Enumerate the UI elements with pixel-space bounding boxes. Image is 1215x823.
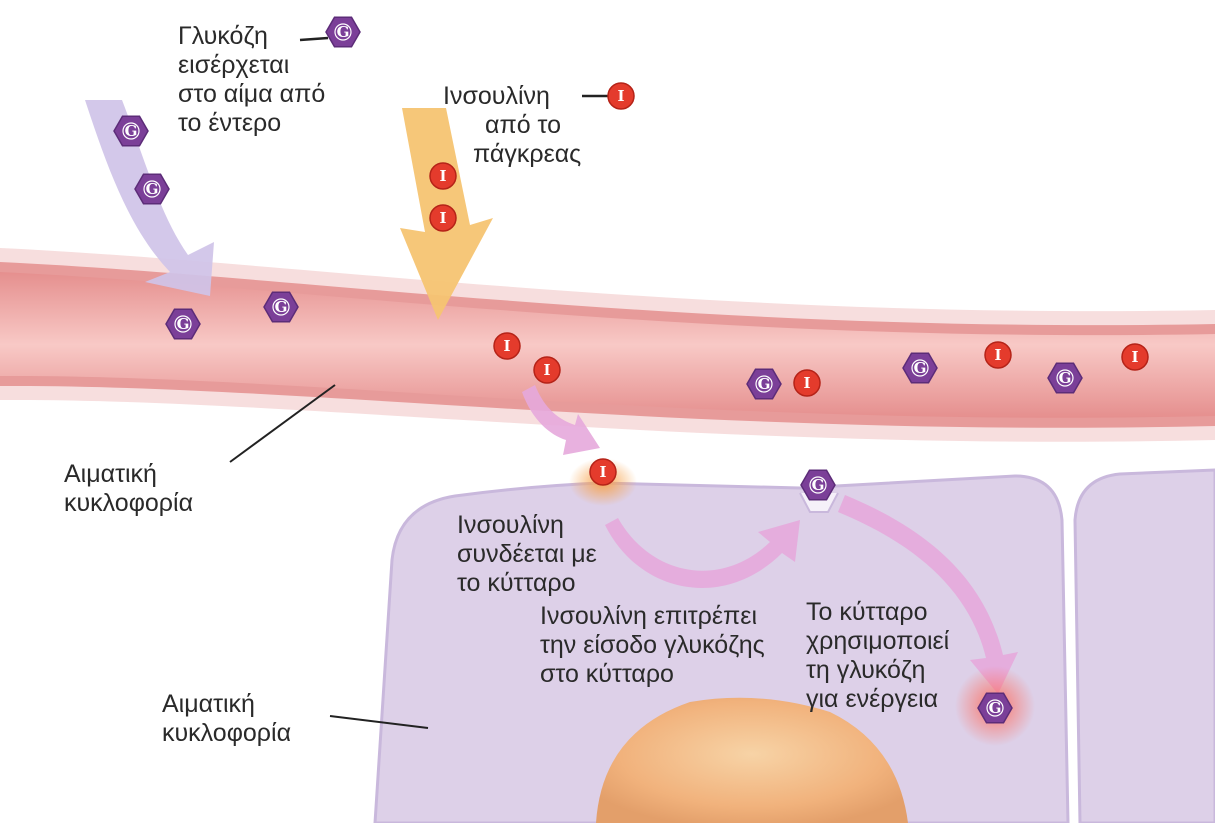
label-line: Ινσουλίνη — [457, 511, 597, 540]
glucose-molecule: G — [166, 309, 200, 338]
glucose-molecule: G — [978, 693, 1012, 722]
label-blood-circulation-vessel: Αιματική κυκλοφορία — [64, 460, 193, 518]
label-line: Αιματική — [162, 690, 291, 719]
label-line: Γλυκόζη — [178, 22, 325, 51]
glucose-molecule: G — [903, 353, 937, 382]
glucose-molecule: G — [326, 17, 360, 46]
insulin-molecule: I — [590, 459, 616, 485]
label-cell-uses-glucose: Το κύτταρο χρησιμοποιεί τη γλυκόζη για ε… — [806, 598, 949, 714]
molecule-symbol: G — [177, 315, 190, 333]
label-blood-circulation-cell: Αιματική κυκλοφορία — [162, 690, 291, 748]
label-glucose-enters: Γλυκόζη εισέρχεται στο αίμα από το έντερ… — [178, 22, 325, 138]
insulin-molecule: I — [608, 83, 634, 109]
label-insulin-binds: Ινσουλίνη συνδέεται με το κύτταρο — [457, 511, 597, 598]
label-line: από το — [485, 111, 581, 140]
label-insulin-from-pancreas: Ινσουλίνη από το πάγκρεας — [443, 82, 581, 169]
label-line: την είσοδο γλυκόζης — [540, 631, 765, 660]
molecule-symbol: G — [275, 298, 288, 316]
glucose-molecule: G — [114, 116, 148, 145]
molecule-symbol: I — [994, 346, 1001, 364]
label-line: εισέρχεται — [178, 51, 325, 80]
glucose-molecule: G — [1048, 363, 1082, 392]
label-line: Ινσουλίνη — [443, 82, 581, 111]
label-line: Το κύτταρο — [806, 598, 949, 627]
glucose-molecule: G — [135, 174, 169, 203]
insulin-molecule: I — [1122, 344, 1148, 370]
molecule-symbol: G — [758, 375, 771, 393]
molecule-symbol: I — [503, 337, 510, 355]
molecule-symbol: I — [599, 463, 606, 481]
molecule-symbol: G — [1059, 369, 1072, 387]
molecule-symbol: G — [125, 122, 138, 140]
glucose-molecule: G — [264, 292, 298, 321]
molecule-symbol: G — [812, 476, 825, 494]
label-line: το έντερο — [178, 109, 325, 138]
molecule-symbol: I — [1131, 348, 1138, 366]
insulin-molecule: I — [534, 357, 560, 383]
insulin-molecule: I — [494, 333, 520, 359]
molecule-symbol: I — [543, 361, 550, 379]
insulin-molecule: I — [794, 370, 820, 396]
label-line: πάγκρεας — [473, 140, 581, 169]
molecule-symbol: G — [989, 699, 1002, 717]
label-line: συνδέεται με — [457, 540, 597, 569]
label-line: Αιματική — [64, 460, 193, 489]
label-insulin-allows-entry: Ινσουλίνη επιτρέπει την είσοδο γλυκόζης … — [540, 602, 765, 689]
neighbor-cell — [1075, 470, 1215, 823]
glucose-molecule: G — [747, 369, 781, 398]
label-line: στο κύτταρο — [540, 660, 765, 689]
label-line: κυκλοφορία — [162, 719, 291, 748]
molecule-symbol: G — [146, 180, 159, 198]
label-line: χρησιμοποιεί — [806, 627, 949, 656]
label-line: στο αίμα από — [178, 80, 325, 109]
molecule-symbol: G — [914, 359, 927, 377]
insulin-molecule: I — [985, 342, 1011, 368]
label-line: για ενέργεια — [806, 685, 949, 714]
label-line: τη γλυκόζη — [806, 656, 949, 685]
insulin-molecule: I — [430, 205, 456, 231]
molecule-symbol: I — [439, 209, 446, 227]
molecule-symbol: G — [337, 23, 350, 41]
label-line: Ινσουλίνη επιτρέπει — [540, 602, 765, 631]
molecule-symbol: I — [439, 167, 446, 185]
molecule-symbol: I — [617, 87, 624, 105]
label-line: το κύτταρο — [457, 569, 597, 598]
molecule-symbol: I — [803, 374, 810, 392]
label-line: κυκλοφορία — [64, 489, 193, 518]
glucose-molecule: G — [801, 470, 835, 499]
